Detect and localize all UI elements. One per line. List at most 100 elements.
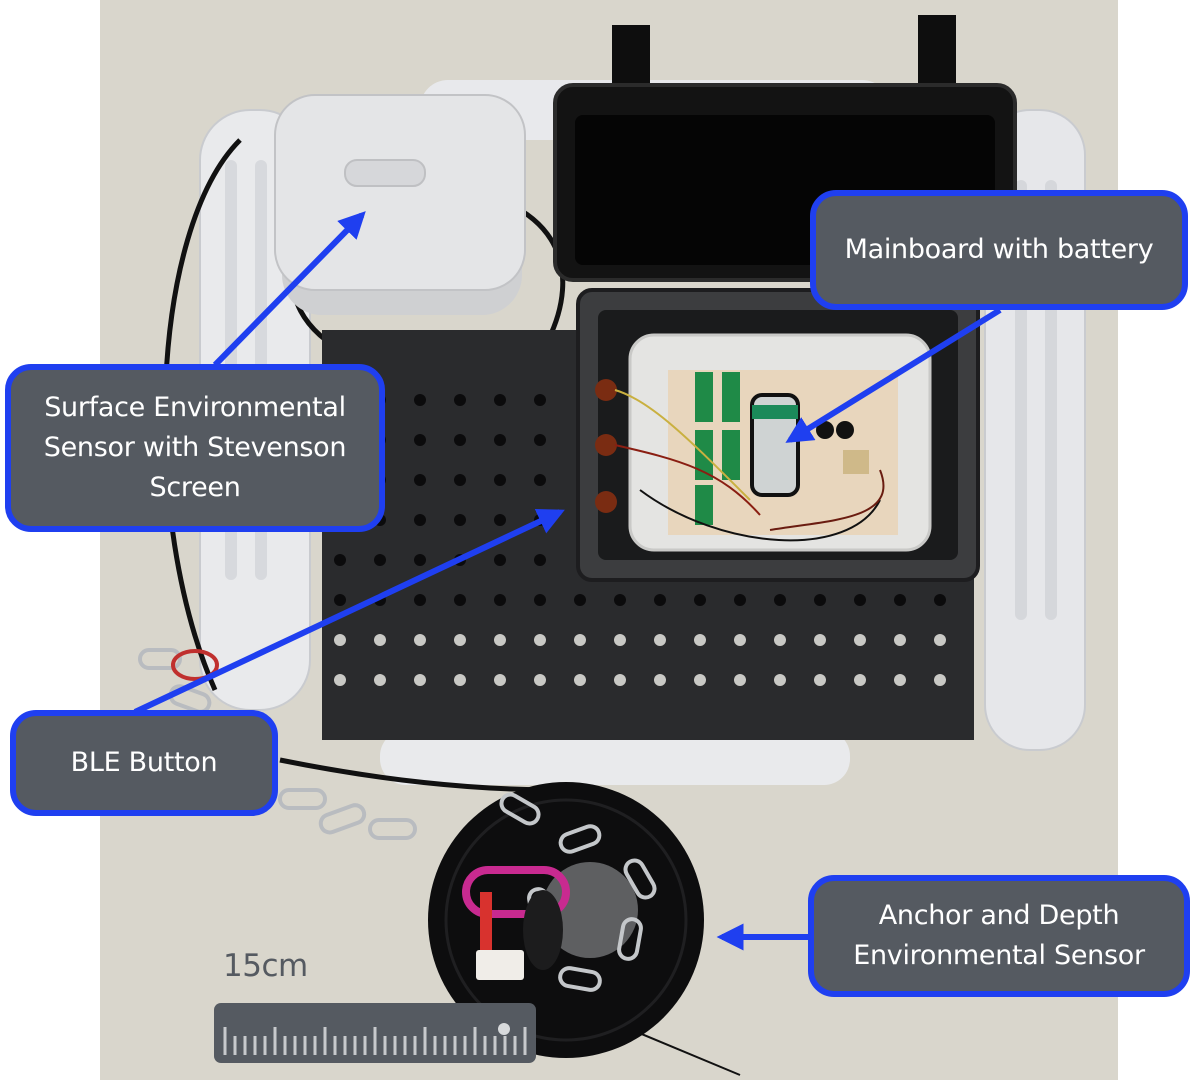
pegboard-hole xyxy=(334,594,346,606)
pegboard-hole xyxy=(574,594,586,606)
callout-surface-sensor: Surface Environmental Sensor with Steven… xyxy=(5,364,385,532)
ruler-tick xyxy=(493,1036,497,1055)
ruler-tick xyxy=(293,1036,297,1055)
pegboard-hole xyxy=(414,594,426,606)
ruler-tick xyxy=(523,1027,527,1055)
ruler-tick xyxy=(233,1036,237,1055)
pegboard-hole xyxy=(614,634,626,646)
ruler-tick xyxy=(223,1027,227,1055)
pegboard-hole xyxy=(574,674,586,686)
ruler-tick xyxy=(483,1036,487,1055)
ruler-tick xyxy=(463,1036,467,1055)
pegboard-hole xyxy=(334,634,346,646)
pegboard-hole xyxy=(414,514,426,526)
pegboard-hole xyxy=(454,514,466,526)
pegboard-hole xyxy=(534,434,546,446)
callout-anchor-text: Anchor and Depth Environmental Sensor xyxy=(853,900,1145,971)
ruler-tick xyxy=(343,1036,347,1055)
ruler-tick xyxy=(473,1027,477,1055)
pegboard-hole xyxy=(774,634,786,646)
ruler-tick xyxy=(403,1036,407,1055)
pegboard-hole xyxy=(534,554,546,566)
ruler-tick xyxy=(263,1036,267,1055)
ruler-tick xyxy=(353,1036,357,1055)
pegboard-hole xyxy=(814,674,826,686)
pegboard-hole xyxy=(454,554,466,566)
pegboard-hole xyxy=(534,514,546,526)
pegboard-hole xyxy=(774,594,786,606)
ruler-ticks xyxy=(223,1023,527,1055)
ruler-tick xyxy=(273,1027,277,1055)
ruler-tick xyxy=(253,1036,257,1055)
pegboard-hole xyxy=(534,634,546,646)
pegboard-hole xyxy=(334,674,346,686)
pegboard-hole xyxy=(534,594,546,606)
pegboard-hole xyxy=(494,634,506,646)
pegboard-hole xyxy=(414,634,426,646)
ruler-tick xyxy=(333,1036,337,1055)
stevenson-screen xyxy=(274,94,526,315)
pegboard-hole xyxy=(494,594,506,606)
ruler-tick xyxy=(303,1036,307,1055)
ruler-tick xyxy=(413,1036,417,1055)
callout-anchor: Anchor and Depth Environmental Sensor xyxy=(808,875,1190,997)
pegboard-hole xyxy=(494,514,506,526)
pegboard-hole xyxy=(654,674,666,686)
main-enclosure xyxy=(576,288,980,582)
pegboard-hole xyxy=(734,674,746,686)
pegboard-hole xyxy=(574,634,586,646)
ruler-tick xyxy=(243,1036,247,1055)
pegboard-hole xyxy=(374,674,386,686)
scale-label: 15cm xyxy=(223,948,308,984)
pegboard-hole xyxy=(854,594,866,606)
ruler-tick xyxy=(443,1036,447,1055)
callout-mainboard: Mainboard with battery xyxy=(810,190,1188,310)
callout-surface-sensor-text: Surface Environmental Sensor with Steven… xyxy=(43,392,347,503)
ruler-tick xyxy=(283,1036,287,1055)
pegboard-hole xyxy=(894,674,906,686)
pegboard-hole xyxy=(494,674,506,686)
ruler-tick xyxy=(453,1036,457,1055)
pegboard-hole xyxy=(694,634,706,646)
pegboard-hole xyxy=(334,554,346,566)
pegboard-hole xyxy=(374,554,386,566)
pegboard-hole xyxy=(454,594,466,606)
ruler-tick xyxy=(513,1036,517,1055)
pegboard-hole xyxy=(414,674,426,686)
ruler-tick xyxy=(383,1036,387,1055)
pegboard-hole xyxy=(934,634,946,646)
pegboard-hole xyxy=(454,634,466,646)
ruler-tick xyxy=(433,1036,437,1055)
pegboard-hole xyxy=(934,674,946,686)
callout-ble-button-text: BLE Button xyxy=(70,747,218,778)
pegboard-hole xyxy=(374,594,386,606)
callout-ble-button: BLE Button xyxy=(10,710,278,816)
ruler-tick xyxy=(393,1036,397,1055)
pegboard-hole xyxy=(814,634,826,646)
ruler-tick xyxy=(423,1027,427,1055)
ruler-tick xyxy=(313,1036,317,1055)
pegboard-hole xyxy=(934,594,946,606)
anchor-disc xyxy=(428,782,704,1058)
pegboard-hole xyxy=(734,594,746,606)
pegboard-hole xyxy=(814,594,826,606)
ruler-marker-dot xyxy=(498,1023,510,1035)
pegboard-hole xyxy=(694,674,706,686)
pegboard-hole xyxy=(454,434,466,446)
pegboard-hole xyxy=(494,554,506,566)
pegboard-hole xyxy=(494,434,506,446)
pegboard-hole xyxy=(414,434,426,446)
ruler-tick xyxy=(363,1036,367,1055)
ruler-tick xyxy=(503,1036,507,1055)
pegboard-hole xyxy=(614,674,626,686)
pegboard-hole xyxy=(774,674,786,686)
pegboard-hole xyxy=(694,594,706,606)
ruler-tick xyxy=(373,1027,377,1055)
pegboard-hole xyxy=(494,394,506,406)
pegboard-hole xyxy=(654,594,666,606)
ruler-tick xyxy=(323,1027,327,1055)
pegboard-hole xyxy=(414,474,426,486)
pegboard-hole xyxy=(454,474,466,486)
scale-ruler xyxy=(214,1003,536,1063)
pegboard-hole xyxy=(894,634,906,646)
